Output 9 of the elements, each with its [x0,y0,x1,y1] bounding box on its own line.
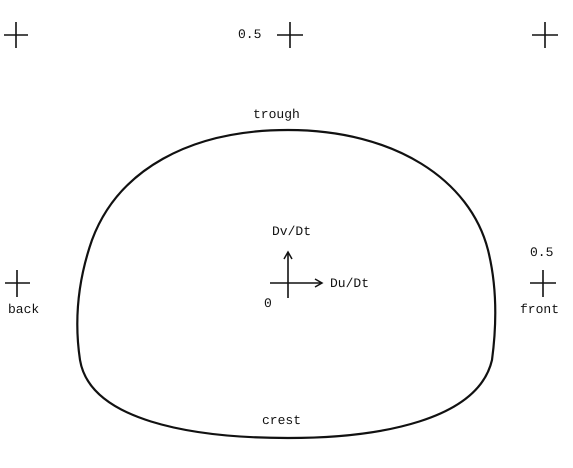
axis-label: back [8,302,40,317]
scale-value: 0.5 [238,27,262,42]
axis-label: trough [253,107,300,122]
axis-label: front [520,302,560,317]
axis-label: crest [262,413,302,428]
origin-label: 0 [264,296,272,311]
vector-label: Dv/Dt [272,224,312,239]
vector-label: Du/Dt [330,276,370,291]
scale-value: 0.5 [530,245,554,260]
